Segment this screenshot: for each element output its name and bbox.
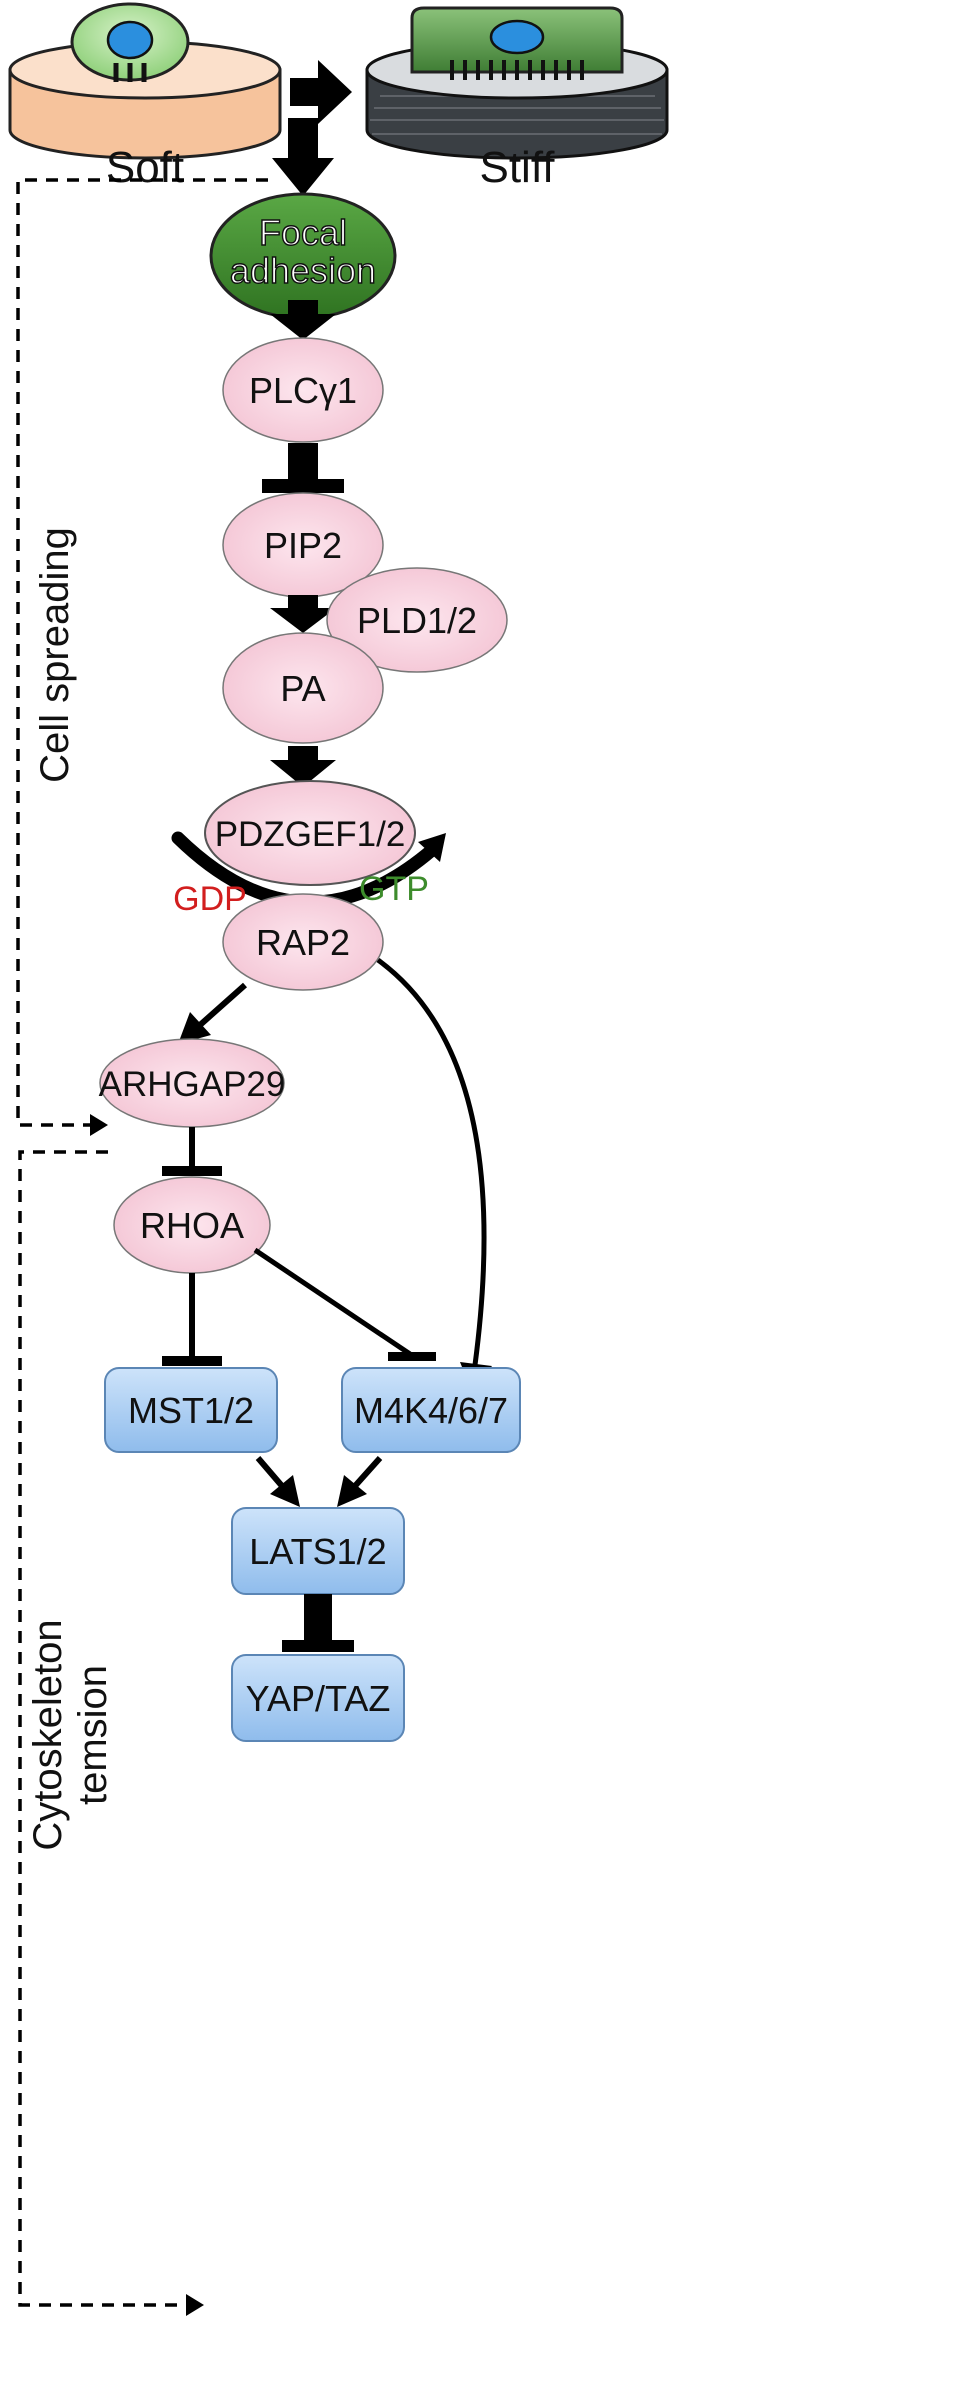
m4k467-label: M4K4/6/7 <box>354 1390 508 1431</box>
plcg1-inhibits-pip2 <box>262 443 344 493</box>
m4k467-node: M4K4/6/7 <box>341 1367 521 1453</box>
focal-adhesion-label-line1: Focal <box>259 212 347 253</box>
rhoa-label: RHOA <box>140 1205 244 1246</box>
rhoa-inhibits-m4k467 <box>253 1247 436 1361</box>
pld12-node: PLD1/2 <box>326 567 508 673</box>
mst12-label: MST1/2 <box>128 1390 254 1431</box>
yaptaz-label: YAP/TAZ <box>246 1678 391 1719</box>
focal-adhesion-label-line2: adhesion <box>230 250 376 291</box>
cell-spreading-arrowhead <box>90 1114 108 1136</box>
pa-label: PA <box>280 668 325 709</box>
cell-spreading-dashed-path <box>16 178 268 1127</box>
stiff-substrate-illustration <box>365 6 669 160</box>
arhgap29-node: ARHGAP29 <box>99 1038 286 1128</box>
plcg1-node: PLCγ1 <box>222 337 384 443</box>
pa-node: PA <box>222 632 384 744</box>
rap2-to-m4k467-arrow <box>376 957 492 1392</box>
pdzgef12-label: PDZGEF1/2 <box>215 815 406 854</box>
cell-spreading-label: Cell spreading <box>33 527 77 783</box>
plcg1-label: PLCγ1 <box>249 370 357 411</box>
soft-cell-nucleus-icon <box>106 20 154 60</box>
pld12-label: PLD1/2 <box>357 600 477 641</box>
soft-label: Soft <box>106 143 184 192</box>
gdp-label: GDP <box>173 880 247 918</box>
lats12-label: LATS1/2 <box>249 1531 386 1572</box>
focal-adhesion-node: Focal adhesion <box>209 192 397 320</box>
pip2-label: PIP2 <box>264 525 342 566</box>
cytoskeleton-arrowhead <box>186 2294 204 2316</box>
yaptaz-node: YAP/TAZ <box>231 1654 405 1742</box>
pip2-to-pa-arrow <box>270 595 336 633</box>
soft-substrate-illustration <box>8 2 282 160</box>
gtp-label: GTP <box>359 870 429 908</box>
mst12-node: MST1/2 <box>104 1367 278 1453</box>
stiff-label: Stiff <box>479 143 555 192</box>
pdzgef12-node: PDZGEF1/2 <box>204 780 416 886</box>
focal-to-plcg1-arrow <box>270 300 336 340</box>
rhoa-node: RHOA <box>113 1176 271 1274</box>
cytoskeleton-label-line1: Cytoskeleton <box>26 1619 70 1850</box>
cytoskeleton-dashed-path <box>18 1150 186 2307</box>
mst12-to-lats12-arrow <box>255 1456 300 1507</box>
stiff-to-focal-arrow <box>272 118 334 196</box>
stiff-cell-nucleus-icon <box>489 19 545 55</box>
rap2-to-arhgap29-arrow <box>178 982 247 1044</box>
lats12-inhibits-yaptaz <box>282 1594 354 1652</box>
pa-to-pdzgef-arrow <box>270 746 336 787</box>
soft-to-stiff-arrow <box>290 60 352 124</box>
rap2-node: RAP2 <box>222 893 384 991</box>
rap2-label: RAP2 <box>256 922 350 963</box>
arhgap29-label: ARHGAP29 <box>99 1065 286 1104</box>
arhgap29-inhibits-rhoa <box>162 1127 222 1176</box>
rhoa-inhibits-mst12 <box>162 1273 222 1366</box>
m4k467-to-lats12-arrow <box>337 1456 383 1507</box>
cytoskeleton-label-line2: temsion <box>71 1665 115 1805</box>
lats12-node: LATS1/2 <box>231 1507 405 1595</box>
